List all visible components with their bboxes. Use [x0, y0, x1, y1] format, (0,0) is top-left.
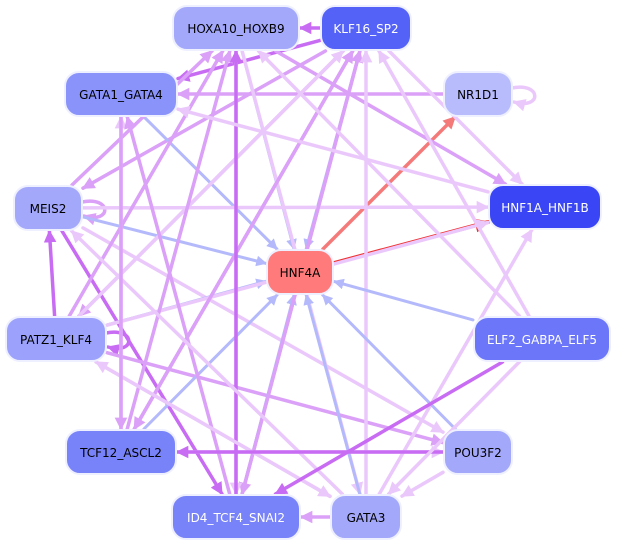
edge-NR1D1-to-NR1D1: [510, 85, 537, 112]
node-PATZ1_KLF4[interactable]: PATZ1_KLF4: [5, 316, 107, 362]
edge-TCF12_ASCL2-to-HOXA10_HOXB9: [125, 49, 233, 431]
node-box[interactable]: [488, 184, 602, 230]
node-TCF12_ASCL2[interactable]: TCF12_ASCL2: [65, 429, 177, 475]
node-box[interactable]: [266, 249, 334, 295]
edge-POU3F2-to-GATA3: [400, 470, 445, 498]
node-box[interactable]: [320, 5, 412, 51]
edge-POU3F2-to-HNF4A: [321, 293, 457, 431]
node-HNF4A[interactable]: HNF4A: [266, 249, 334, 295]
node-box[interactable]: [443, 429, 513, 475]
edge-PATZ1_KLF4-to-MEIS2: [43, 229, 57, 318]
node-ELF2_GABPA_ELF5[interactable]: ELF2_GABPA_ELF5: [473, 316, 611, 362]
node-HNF1A_HNF1B[interactable]: HNF1A_HNF1B: [488, 184, 602, 230]
node-box[interactable]: [64, 71, 178, 117]
node-box[interactable]: [172, 5, 300, 51]
edge-GATA3-to-MEIS2: [69, 229, 345, 496]
edge-HOXA10_HOXB9-to-HNF1A_HNF1B: [273, 49, 508, 186]
edge-PATZ1_KLF4-to-KLF16_SP2: [77, 49, 345, 318]
node-box[interactable]: [330, 494, 402, 540]
node-MEIS2[interactable]: MEIS2: [13, 185, 83, 231]
node-box[interactable]: [65, 429, 177, 475]
node-POU3F2[interactable]: POU3F2: [443, 429, 513, 475]
edge-GATA3-to-HNF4A: [303, 293, 362, 496]
edge-KLF16_SP2-to-MEIS2: [81, 49, 328, 190]
edge-KLF16_SP2-to-HNF1A_HNF1B: [387, 49, 524, 186]
edge-HNF1A_HNF1B-to-GATA1_GATA4: [176, 106, 490, 194]
node-box[interactable]: [473, 316, 611, 362]
edge-KLF16_SP2-to-GATA1_GATA4: [176, 38, 322, 82]
edge-MEIS2-to-POU3F2: [81, 226, 445, 434]
node-box[interactable]: [5, 316, 107, 362]
edge-MEIS2-to-MEIS2: [80, 199, 107, 226]
node-ID4_TCF4_SNAI2[interactable]: ID4_TCF4_SNAI2: [171, 494, 301, 540]
node-box[interactable]: [13, 185, 83, 231]
edge-GATA3-to-PATZ1_KLF4: [94, 360, 332, 499]
edge-TCF12_ASCL2-to-KLF16_SP2: [132, 49, 355, 431]
node-box[interactable]: [171, 494, 301, 540]
node-box[interactable]: [443, 71, 513, 117]
node-HOXA10_HOXB9[interactable]: HOXA10_HOXB9: [172, 5, 300, 51]
node-GATA3[interactable]: GATA3: [330, 494, 402, 540]
edge-ELF2_GABPA_ELF5-to-ID4_TCF4_SNAI2: [273, 360, 505, 496]
edge-ELF2_GABPA_ELF5-to-GATA3: [386, 360, 522, 496]
edge-MEIS2-to-HOXA10_HOXB9: [70, 49, 214, 187]
node-GATA1_GATA4[interactable]: GATA1_GATA4: [64, 71, 178, 117]
edge-TCF12_ASCL2-to-HNF4A: [142, 293, 279, 431]
edge-MEIS2-to-HNF1A_HNF1B: [81, 200, 490, 214]
edge-ID4_TCF4_SNAI2-to-GATA1_GATA4: [124, 115, 232, 496]
edge-ELF2_GABPA_ELF5-to-HOXA10_HOXB9: [256, 49, 522, 318]
edge-ELF2_GABPA_ELF5-to-HNF4A: [332, 278, 475, 322]
node-KLF16_SP2[interactable]: KLF16_SP2: [320, 5, 412, 51]
node-NR1D1[interactable]: NR1D1: [443, 71, 513, 117]
